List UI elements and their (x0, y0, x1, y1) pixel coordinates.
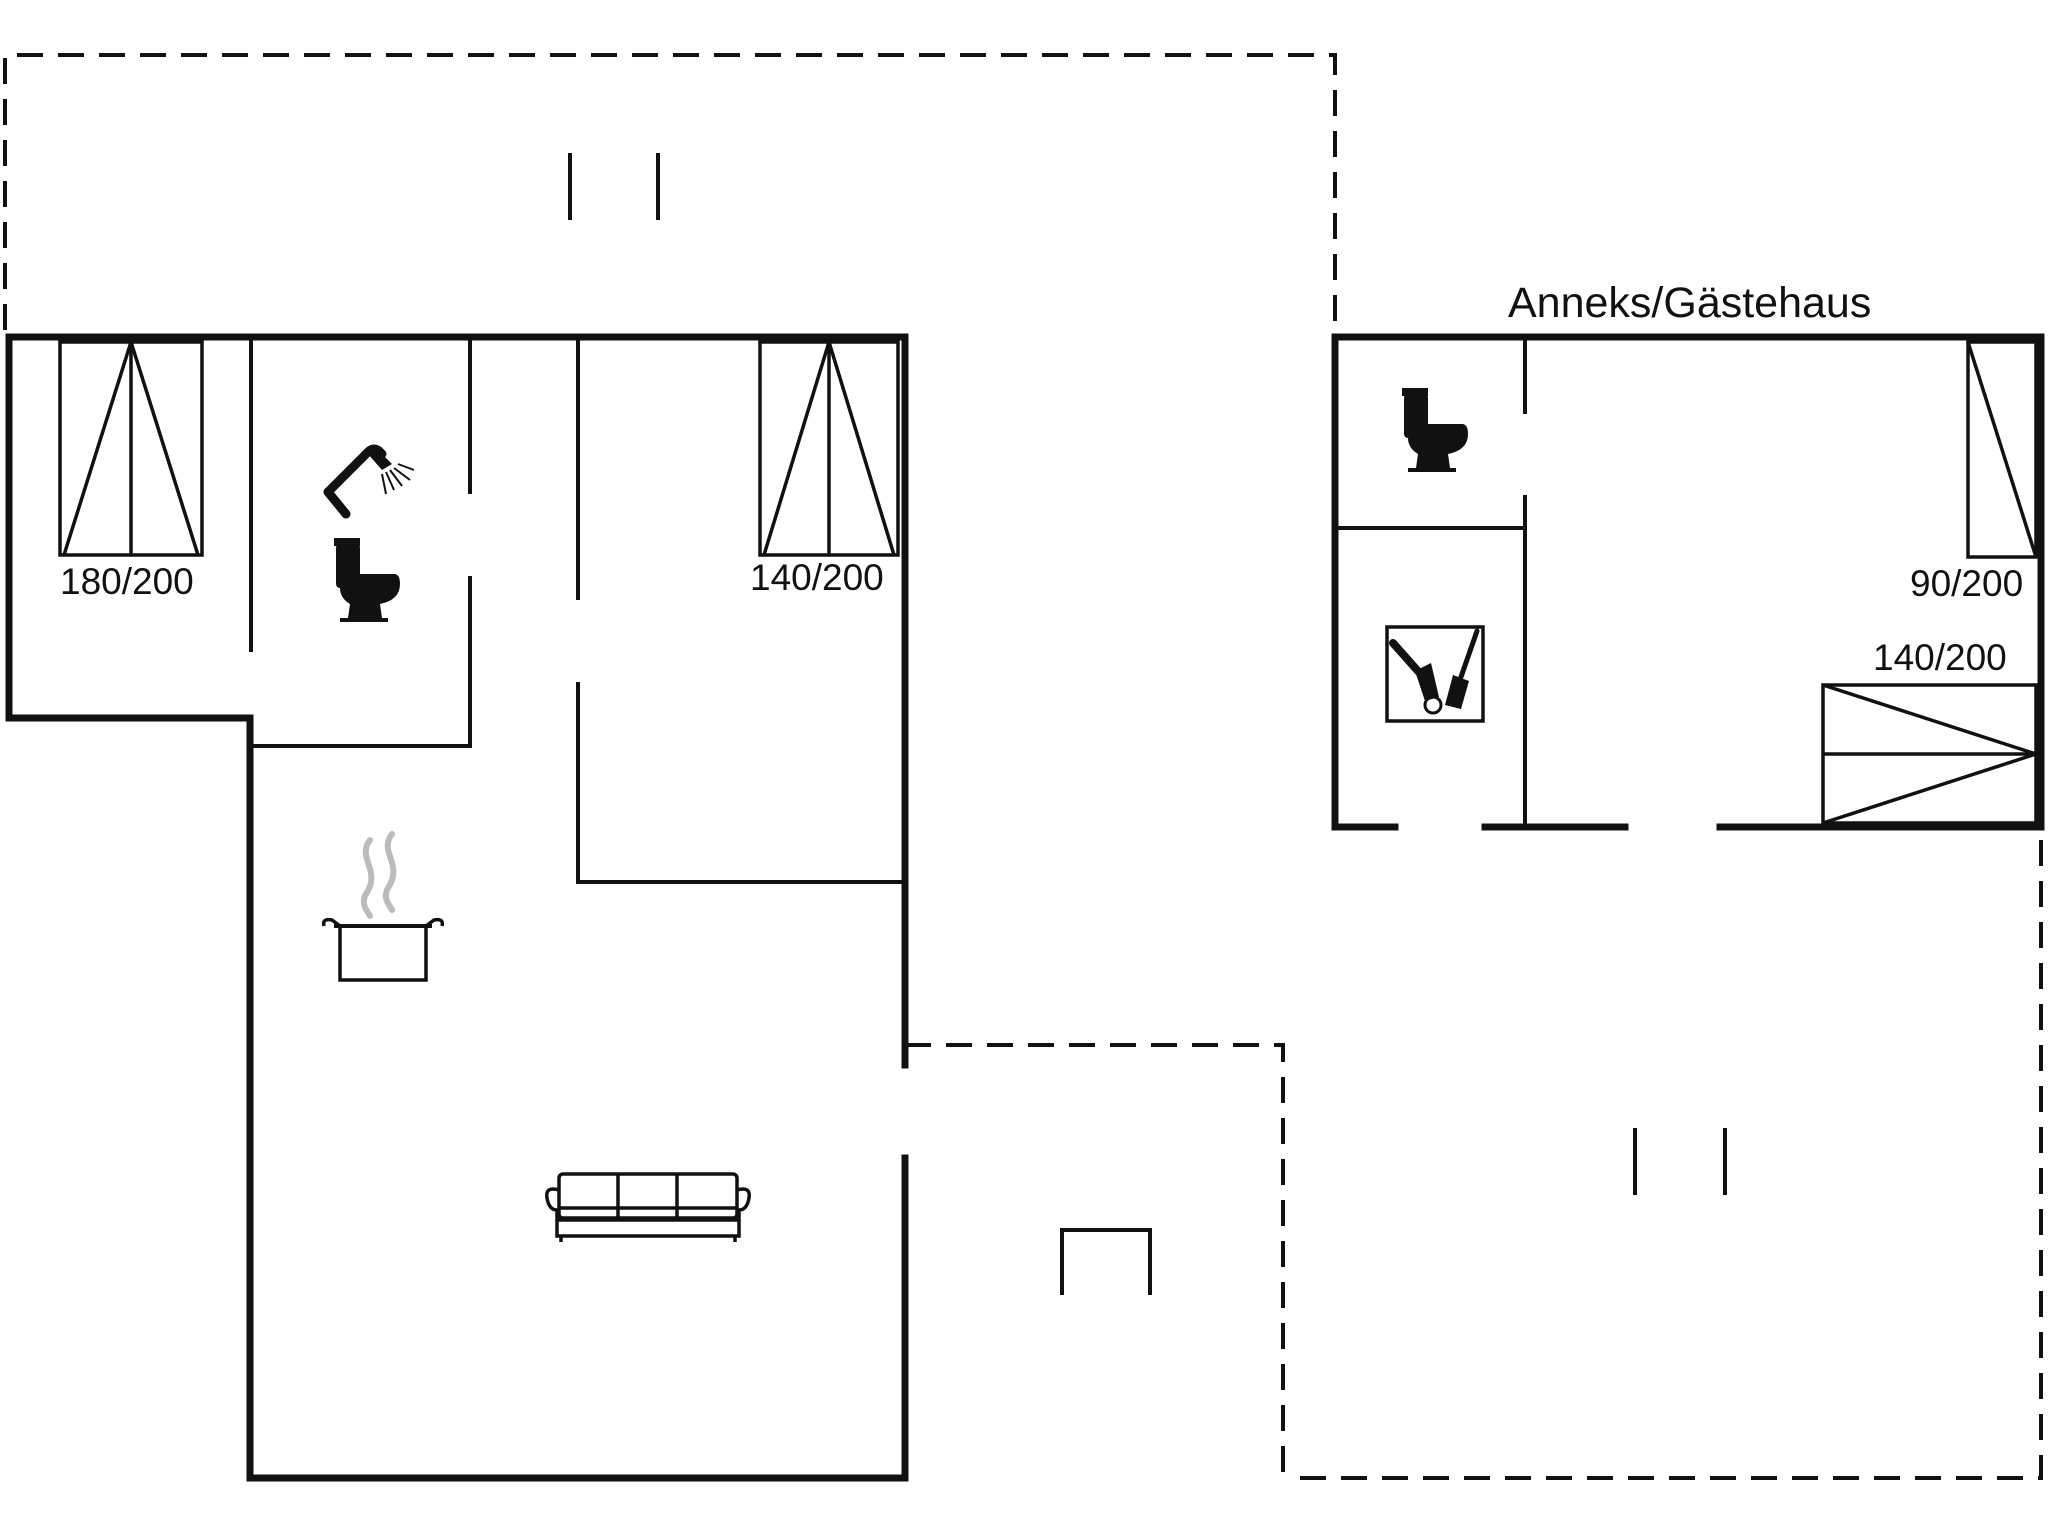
bed-label-180-200: 180/200 (60, 561, 194, 602)
sofa-icon (545, 1172, 751, 1242)
annex-title: Anneks/Gästehaus (1508, 279, 1871, 327)
utility-room-icon (1385, 625, 1485, 723)
wall-bath-hall-lower (249, 576, 472, 748)
toilet-icon (334, 538, 400, 622)
toilet-icon (1402, 388, 1468, 472)
bed-label-140-200-annex: 140/200 (1873, 637, 2007, 678)
bed-180-200 (58, 340, 204, 557)
terrace-outlines (3, 53, 2043, 1480)
north-terrace-outline (3, 53, 1337, 330)
annex-outer-wall (1331, 333, 2045, 831)
main-house-walls (5, 333, 909, 1482)
bed-90-200 (1966, 340, 2038, 559)
shower-icon (323, 444, 415, 519)
terrace-posts (568, 153, 1727, 1195)
outer-wall-south-west (246, 714, 909, 1482)
bed-140-200-annex (1821, 683, 2038, 825)
south-terrace-outline (905, 1043, 1285, 1478)
wall-hall-bed2-lower (576, 682, 905, 884)
terrace-furniture-icon (1060, 1228, 1152, 1295)
annex-walls (1331, 333, 2045, 831)
east-terrace-outline (1285, 840, 2043, 1480)
outer-wall-north-west (5, 333, 909, 1069)
bed-label-90-200: 90/200 (1910, 563, 2023, 604)
cooking-pot-icon (321, 831, 445, 982)
bed-label-140-200: 140/200 (750, 557, 884, 598)
bed-140-200 (758, 340, 900, 557)
